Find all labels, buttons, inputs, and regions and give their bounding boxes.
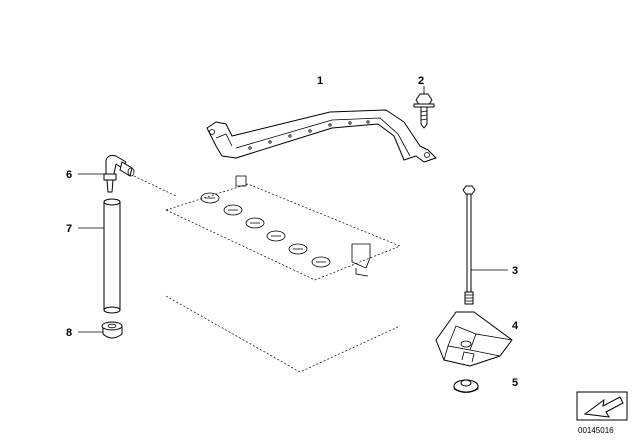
- elbow-connector-icon: [103, 155, 135, 193]
- callout-1: 1: [317, 75, 323, 87]
- washer-nut-icon: [453, 379, 479, 393]
- threaded-rod-icon: [462, 185, 476, 305]
- callout-6: 6: [66, 169, 72, 181]
- grommet-icon: [101, 321, 123, 339]
- battery-outline-icon: [133, 175, 401, 373]
- callout-8: 8: [66, 327, 72, 339]
- leader-lines: [78, 86, 508, 333]
- catalog-number: 00145016: [578, 426, 614, 435]
- clamp-plate-icon: [435, 311, 513, 367]
- callout-4: 4: [512, 320, 519, 332]
- hold-down-bracket-icon: [206, 109, 437, 163]
- arrow-icon: [576, 391, 628, 421]
- callout-5: 5: [512, 377, 518, 389]
- callout-3: 3: [512, 265, 518, 277]
- callout-7: 7: [66, 223, 72, 235]
- callout-2: 2: [418, 75, 424, 87]
- bolt-icon: [413, 93, 435, 129]
- vent-hose-icon: [103, 198, 121, 314]
